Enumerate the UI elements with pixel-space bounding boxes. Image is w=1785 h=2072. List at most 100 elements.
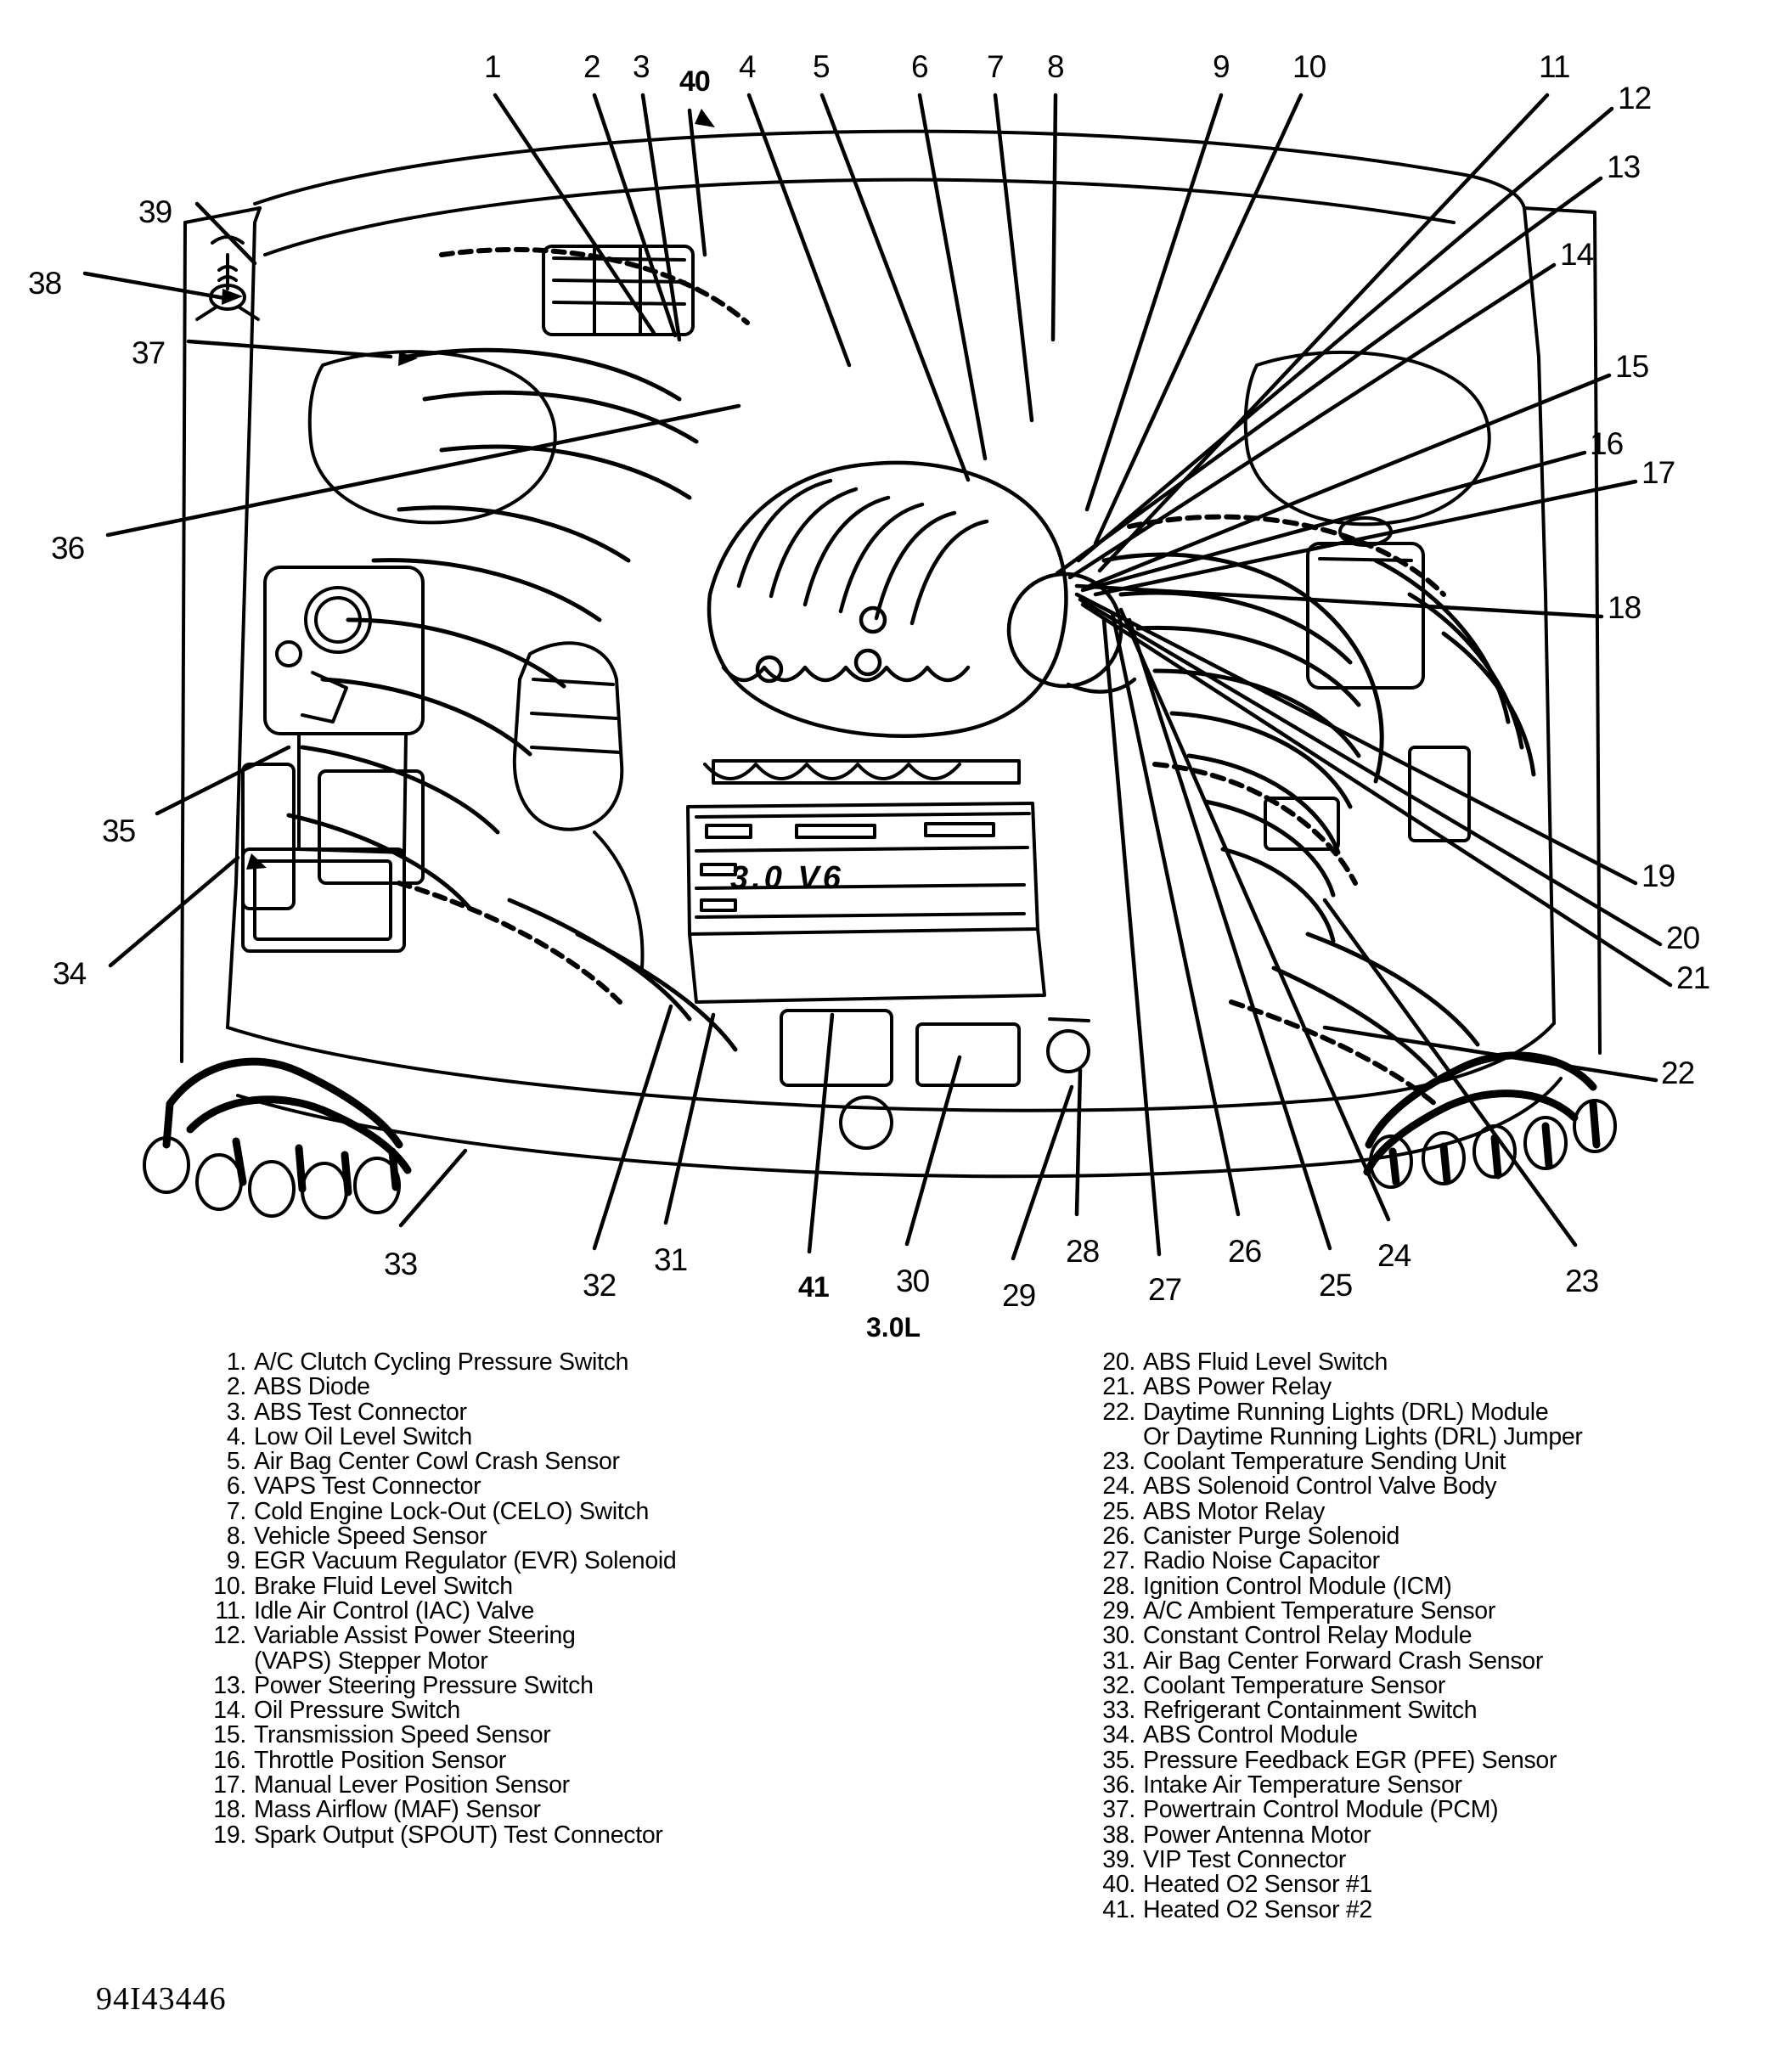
- legend-item: 24. ABS Solenoid Control Valve Body: [1090, 1472, 1583, 1501]
- legend-item-label: Air Bag Center Cowl Crash Sensor: [254, 1448, 620, 1476]
- legend-item-number: 31.: [1102, 1647, 1135, 1675]
- callout-number-35: 35: [102, 814, 136, 848]
- legend-item-number: 9.: [226, 1547, 246, 1575]
- legend-item-number: 29.: [1102, 1596, 1135, 1624]
- legend-item-label: EGR Vacuum Regulator (EVR) Solenoid: [254, 1547, 677, 1575]
- legend-item-label: A/C Clutch Cycling Pressure Switch: [254, 1348, 629, 1376]
- legend-item-number: 33.: [1102, 1697, 1135, 1725]
- callout-number-15: 15: [1615, 349, 1649, 384]
- legend-item-label: Intake Air Temperature Sensor: [1143, 1771, 1462, 1799]
- legend-item-number: 38.: [1102, 1821, 1135, 1849]
- legend-item: 38.Power Antenna Motor: [1090, 1821, 1583, 1849]
- legend-item-label: Low Oil Level Switch: [254, 1422, 472, 1450]
- callout-number-17: 17: [1641, 455, 1675, 490]
- power-distribution-box: [542, 245, 695, 336]
- legend-item: 4.Low Oil Level Switch: [200, 1422, 676, 1450]
- legend-item-label: Canister Purge Solenoid: [1143, 1523, 1400, 1551]
- legend-item: 12. Variable Assist Power Steering: [200, 1622, 676, 1650]
- legend-item-number: 21.: [1102, 1373, 1135, 1401]
- legend-item: 26.Canister Purge Solenoid: [1090, 1523, 1583, 1551]
- callout-number-26: 26: [1228, 1234, 1262, 1269]
- legend-item-number: 2.: [226, 1373, 246, 1401]
- legend-item-number: 3.: [226, 1398, 246, 1426]
- legend-item-number: 18.: [213, 1796, 246, 1824]
- intake-manifold: [707, 460, 1137, 738]
- spark-plug-boots-left: [143, 1136, 401, 1219]
- callout-number-3: 3: [633, 49, 650, 84]
- legend-item: 40. Heated O2 Sensor #1: [1090, 1872, 1583, 1897]
- legend-item-number: 24.: [1102, 1472, 1135, 1501]
- legend-item-number: 41.: [1102, 1895, 1135, 1923]
- legend-item: 2. ABS Diode: [200, 1373, 676, 1401]
- legend-item-label: ABS Motor Relay: [1143, 1497, 1326, 1525]
- legend-item-number: 32.: [1102, 1671, 1135, 1699]
- legend-item: 39.VIP Test Connector: [1090, 1847, 1583, 1872]
- legend-item-number: 11.: [215, 1596, 246, 1624]
- legend-item: 32.Coolant Temperature Sensor: [1090, 1671, 1583, 1699]
- legend-item: 33.Refrigerant Containment Switch: [1090, 1698, 1583, 1723]
- legend-item-label: VAPS Test Connector: [254, 1472, 481, 1501]
- legend-item: 18.Mass Airflow (MAF) Sensor: [200, 1796, 676, 1824]
- legend-item: 28. Ignition Control Module (ICM): [1090, 1574, 1583, 1599]
- legend-item-number: 34.: [1102, 1721, 1135, 1749]
- legend-item-number: 37.: [1102, 1796, 1135, 1824]
- valve-cover: [686, 802, 1039, 936]
- legend-item-label: Daytime Running Lights (DRL) Module: [1143, 1398, 1549, 1426]
- legend-item-number: 14.: [213, 1697, 246, 1725]
- spark-plug-wires-right: [1363, 1051, 1601, 1186]
- spark-plug-boots-right: [1369, 1099, 1617, 1189]
- body-outline: [180, 129, 1602, 1179]
- legend-item: 7.Cold Engine Lock-Out (CELO) Switch: [200, 1499, 676, 1524]
- legend-item-label: ABS Control Module: [1143, 1721, 1358, 1749]
- legend-item-number: 40.: [1102, 1871, 1135, 1899]
- legend-item: 3. ABS Test Connector: [200, 1398, 676, 1426]
- legend-item: 34. ABS Control Module: [1090, 1723, 1583, 1748]
- legend-item-label: Oil Pressure Switch: [254, 1697, 460, 1725]
- legend-item-label: ABS Diode: [254, 1373, 370, 1401]
- legend-item-label: Brake Fluid Level Switch: [254, 1572, 513, 1600]
- legend-item-number: 28.: [1102, 1572, 1135, 1600]
- legend-item-label: ABS Test Connector: [254, 1398, 467, 1426]
- legend-item-number: 15.: [213, 1721, 246, 1749]
- callout-number-22: 22: [1661, 1056, 1695, 1090]
- legend-item-number: 12.: [213, 1622, 246, 1650]
- legend-item: 13.Power Steering Pressure Switch: [200, 1673, 676, 1698]
- legend-item: 37.Powertrain Control Module (PCM): [1090, 1796, 1583, 1824]
- legend-item-label: Variable Assist Power Steering: [254, 1622, 576, 1650]
- callout-number-37: 37: [132, 335, 166, 370]
- legend-item: 20.ABS Fluid Level Switch: [1090, 1349, 1583, 1375]
- callout-number-13: 13: [1607, 149, 1641, 184]
- legend-item-continuation: Or Daytime Running Lights (DRL) Jumper: [1143, 1422, 1583, 1450]
- legend-item-number: 8.: [226, 1523, 246, 1551]
- callout-number-2: 2: [583, 49, 601, 84]
- legend-item-label: Vehicle Speed Sensor: [254, 1523, 487, 1551]
- callout-number-16: 16: [1590, 426, 1624, 461]
- callout-number-8: 8: [1047, 49, 1065, 84]
- callout-number-14: 14: [1560, 237, 1594, 272]
- legend-item: 10. Brake Fluid Level Switch: [200, 1574, 676, 1599]
- legend-item: 27.Radio Noise Capacitor: [1090, 1549, 1583, 1574]
- legend-item-number: 10.: [213, 1572, 246, 1600]
- legend-item-label: Ignition Control Module (ICM): [1143, 1572, 1452, 1600]
- legend-item-label: ABS Solenoid Control Valve Body: [1143, 1472, 1497, 1501]
- legend-item: 25.ABS Motor Relay: [1090, 1497, 1583, 1525]
- callout-number-20: 20: [1666, 921, 1700, 955]
- legend-item-number: 19.: [213, 1821, 246, 1849]
- legend-item: 31.Air Bag Center Forward Crash Sensor: [1090, 1647, 1583, 1675]
- callout-number-24: 24: [1377, 1238, 1411, 1273]
- legend-item: 23.Coolant Temperature Sending Unit: [1090, 1449, 1583, 1474]
- legend-item: 35.Pressure Feedback EGR (PFE) Sensor: [1090, 1748, 1583, 1773]
- coolant-reservoir: [1306, 516, 1425, 690]
- callout-number-9: 9: [1213, 49, 1230, 84]
- legend-item: 15. Transmission Speed Sensor: [200, 1723, 676, 1748]
- legend-item-label: Radio Noise Capacitor: [1143, 1547, 1380, 1575]
- callout-number-29: 29: [1002, 1278, 1036, 1313]
- legend-item: 9. EGR Vacuum Regulator (EVR) Solenoid: [200, 1547, 677, 1575]
- leader-arrowheads: [222, 109, 715, 870]
- legend-item-label: Heated O2 Sensor #1: [1143, 1871, 1372, 1899]
- callout-number-31: 31: [654, 1242, 688, 1277]
- legend-item: 6.VAPS Test Connector: [200, 1472, 676, 1501]
- legend-item-number: 1.: [226, 1348, 246, 1376]
- legend-item-label: Transmission Speed Sensor: [254, 1721, 551, 1749]
- legend-item: 29.A/C Ambient Temperature Sensor: [1090, 1596, 1583, 1624]
